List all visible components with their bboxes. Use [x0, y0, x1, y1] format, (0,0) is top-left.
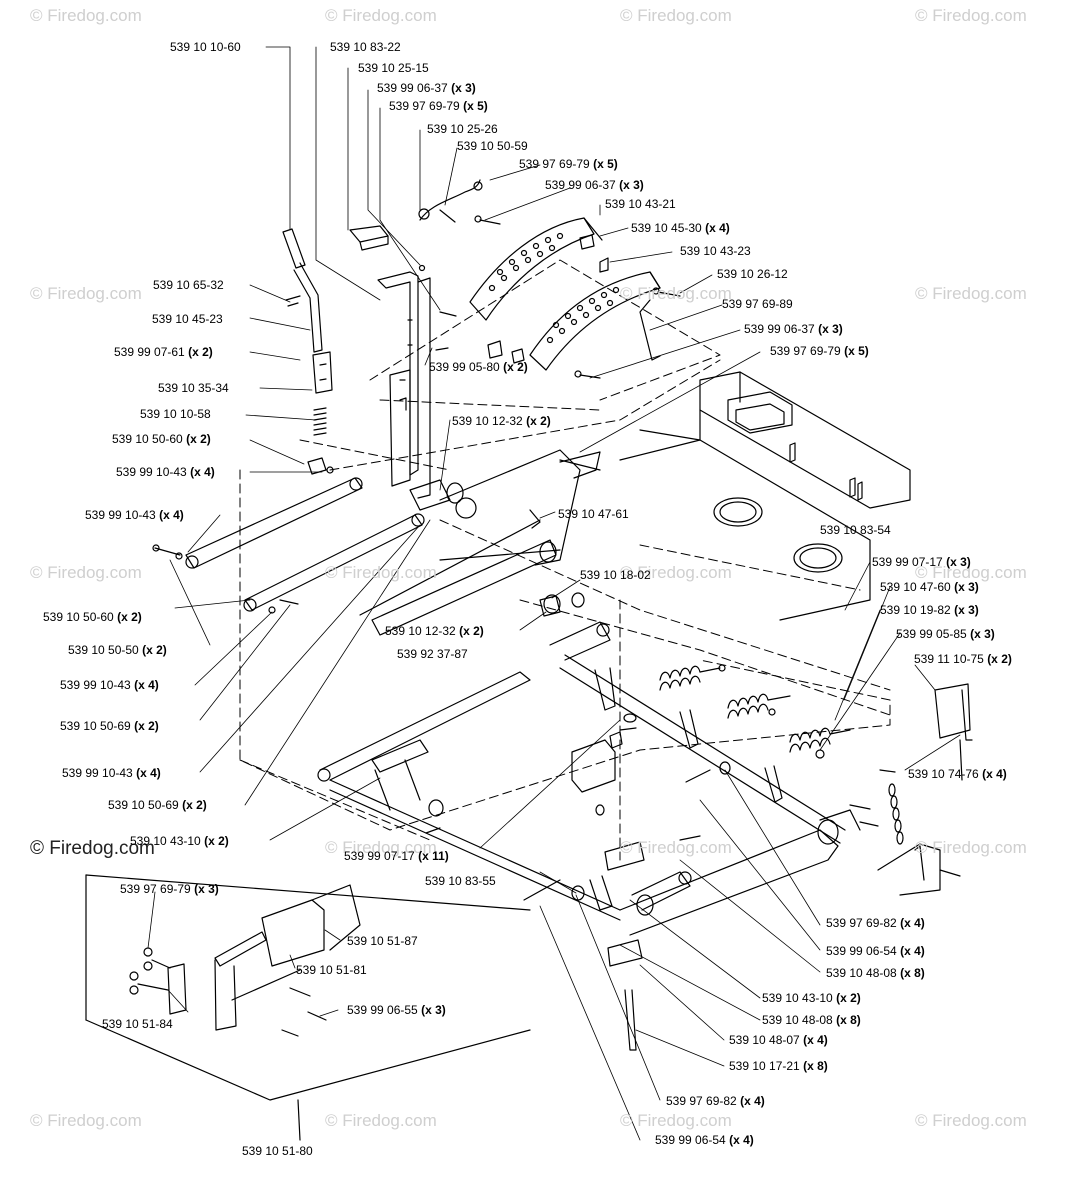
part-label: 539 99 10-43 (x 4)	[85, 508, 184, 522]
part-label: 539 10 83-55	[425, 874, 496, 888]
part-label: 539 10 50-69 (x 2)	[60, 719, 159, 733]
watermark: © Firedog.com	[915, 6, 1027, 25]
part-label: 539 97 69-79 (x 5)	[519, 157, 618, 171]
cable	[418, 179, 483, 223]
watermark: © Firedog.com	[915, 563, 1027, 582]
watermark: © Firedog.com	[325, 1111, 437, 1130]
part-label: 539 97 69-79 (x 3)	[120, 882, 219, 896]
part-label: 539 10 12-32 (x 2)	[452, 414, 551, 428]
watermark-strong: © Firedog.com	[30, 838, 155, 859]
part-label: 539 10 50-69 (x 2)	[108, 798, 207, 812]
part-label: 539 11 10-75 (x 2)	[914, 652, 1012, 666]
control-lever	[282, 228, 333, 475]
front-axle	[317, 671, 839, 936]
watermark: © Firedog.com	[915, 1111, 1027, 1130]
handle-bracket	[349, 225, 431, 499]
rockshaft	[549, 621, 861, 845]
part-label: 539 99 06-55 (x 3)	[347, 1003, 446, 1017]
quadrant-plates	[469, 217, 661, 371]
part-label: 539 10 35-34	[158, 381, 229, 395]
watermark: © Firedog.com	[620, 838, 732, 857]
part-label: 539 10 18-02	[580, 568, 651, 582]
part-label: 539 10 51-80	[242, 1144, 313, 1158]
watermark: © Firedog.com	[620, 1111, 732, 1130]
part-label: 539 99 06-37 (x 3)	[377, 81, 476, 95]
watermark: © Firedog.com	[30, 563, 142, 582]
part-label: 539 10 48-08 (x 8)	[826, 966, 925, 980]
part-label: 539 99 05-85 (x 3)	[896, 627, 995, 641]
part-label: 539 97 69-82 (x 4)	[826, 916, 925, 930]
watermark: © Firedog.com	[620, 6, 732, 25]
watermark: © Firedog.com	[325, 563, 437, 582]
deck-hitch	[85, 874, 531, 1141]
part-label: 539 10 43-23	[680, 244, 751, 258]
part-label: 539 10 45-30 (x 4)	[631, 221, 730, 235]
pivot-pins	[539, 592, 585, 617]
part-label: 539 10 19-82 (x 3)	[880, 603, 979, 617]
chassis-frame	[559, 371, 911, 621]
part-label: 539 10 43-10 (x 2)	[762, 991, 861, 1005]
watermark: © Firedog.com	[325, 838, 437, 857]
part-label: 539 92 37-87	[397, 647, 468, 661]
chain-bracket	[849, 683, 973, 896]
watermark: © Firedog.com	[30, 6, 142, 25]
part-label: 539 10 74-76 (x 4)	[908, 767, 1007, 781]
part-label: 539 10 17-21 (x 8)	[729, 1059, 828, 1073]
part-label: 539 10 48-07 (x 4)	[729, 1033, 828, 1047]
part-label: 539 10 47-61	[558, 507, 629, 521]
part-label: 539 99 06-54 (x 4)	[655, 1133, 754, 1147]
watermark: © Firedog.com	[915, 838, 1027, 857]
parallel-links	[152, 466, 425, 614]
part-label: 539 10 43-21	[605, 197, 676, 211]
watermark: © Firedog.com	[30, 1111, 142, 1130]
springs	[659, 664, 851, 759]
part-label: 539 10 12-32 (x 2)	[385, 624, 484, 638]
part-label: 539 10 50-60 (x 2)	[112, 432, 211, 446]
part-label: 539 10 51-87	[347, 934, 418, 948]
part-label: 539 99 10-43 (x 4)	[116, 465, 215, 479]
leader-lines	[147, 46, 961, 1141]
part-label: 539 10 51-84	[102, 1017, 173, 1031]
part-label: 539 99 06-37 (x 3)	[545, 178, 644, 192]
part-label: 539 10 48-08 (x 8)	[762, 1013, 861, 1027]
part-label: 539 99 06-37 (x 3)	[744, 322, 843, 336]
part-label: 539 10 83-22	[330, 40, 401, 54]
part-label: 539 10 51-81	[296, 963, 367, 977]
pins	[425, 761, 731, 901]
dashed-frame-outline	[239, 259, 891, 861]
lift-arm	[359, 449, 601, 636]
part-label: 539 10 25-26	[427, 122, 498, 136]
part-label: 539 97 69-82 (x 4)	[666, 1094, 765, 1108]
part-label: 539 99 05-80 (x 2)	[429, 360, 528, 374]
watermark: © Firedog.com	[620, 284, 732, 303]
part-label: 539 99 07-61 (x 2)	[114, 345, 213, 359]
watermark: © Firedog.com	[325, 6, 437, 25]
part-label: 539 99 10-43 (x 4)	[62, 766, 161, 780]
part-label: 539 10 43-10 (x 2)	[130, 834, 229, 848]
part-label: 539 97 69-79 (x 5)	[770, 344, 869, 358]
part-label: 539 97 69-89	[722, 297, 793, 311]
part-label: 539 97 69-79 (x 5)	[389, 99, 488, 113]
bolts-top	[418, 215, 681, 379]
part-label: 539 99 06-54 (x 4)	[826, 944, 925, 958]
watermark: © Firedog.com	[915, 284, 1027, 303]
part-label: 539 10 50-50 (x 2)	[68, 643, 167, 657]
watermark: © Firedog.com	[620, 563, 732, 582]
part-label: 539 10 47-60 (x 3)	[880, 580, 979, 594]
brackets-mid	[571, 713, 645, 1051]
part-label: 539 99 07-17 (x 11)	[344, 849, 449, 863]
part-label: 539 99 10-43 (x 4)	[60, 678, 159, 692]
part-label: 539 10 10-60	[170, 40, 241, 54]
part-label: 539 10 65-32	[153, 278, 224, 292]
part-label: 539 10 25-15	[358, 61, 429, 75]
part-label: 539 10 50-59	[457, 139, 528, 153]
watermark: © Firedog.com	[30, 284, 142, 303]
part-label: 539 10 83-54	[820, 523, 891, 537]
part-label: 539 10 10-58	[140, 407, 211, 421]
part-label: 539 10 26-12	[717, 267, 788, 281]
part-label: 539 10 50-60 (x 2)	[43, 610, 142, 624]
part-label: 539 99 07-17 (x 3)	[872, 555, 971, 569]
part-label: 539 10 45-23	[152, 312, 223, 326]
